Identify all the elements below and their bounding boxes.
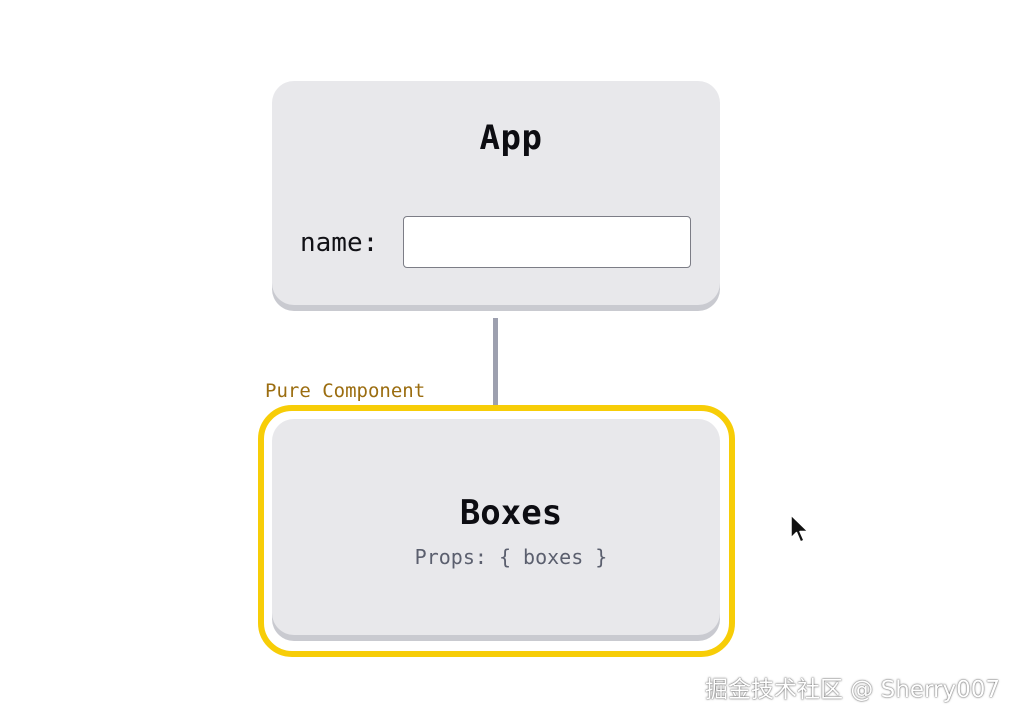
app-component-card <box>272 81 720 305</box>
boxes-component-card <box>272 419 720 635</box>
name-input[interactable] <box>403 216 691 268</box>
app-component-title: App <box>479 118 543 158</box>
mouse-pointer-icon <box>790 514 809 543</box>
name-field-label: name: <box>300 228 379 258</box>
pure-component-annotation: Pure Component <box>265 380 426 402</box>
watermark: 掘金技术社区 @ Sherry007 <box>705 677 1000 703</box>
boxes-component-props: Props: { boxes } <box>414 545 608 569</box>
boxes-component-title: Boxes <box>459 493 563 533</box>
pure-component-highlight <box>258 405 735 657</box>
tree-connector-line <box>493 318 498 410</box>
